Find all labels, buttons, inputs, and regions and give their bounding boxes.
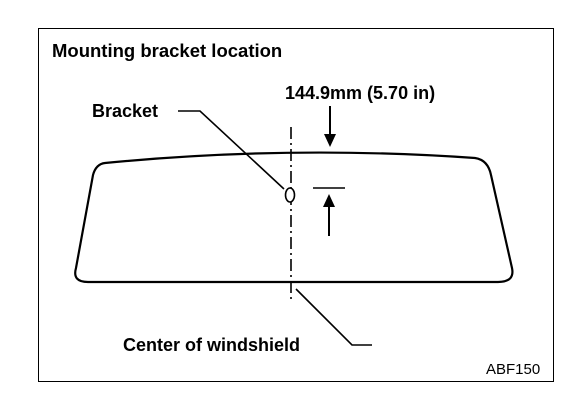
figure-frame: [38, 28, 554, 382]
bracket-marker: [284, 187, 296, 203]
bracket-label: Bracket: [92, 101, 158, 121]
dimension-arrow-top-head: [324, 134, 336, 147]
dimension-arrow-bottom-head: [323, 194, 335, 207]
figure-code: ABF150: [486, 361, 540, 378]
figure-title: Mounting bracket location: [52, 40, 282, 61]
windshield-outline: [74, 151, 514, 284]
dimension-label: 144.9mm (5.70 in): [285, 83, 435, 103]
bracket-leader: [178, 110, 285, 190]
center-leader: [295, 288, 372, 346]
center-label: Center of windshield: [123, 335, 300, 355]
